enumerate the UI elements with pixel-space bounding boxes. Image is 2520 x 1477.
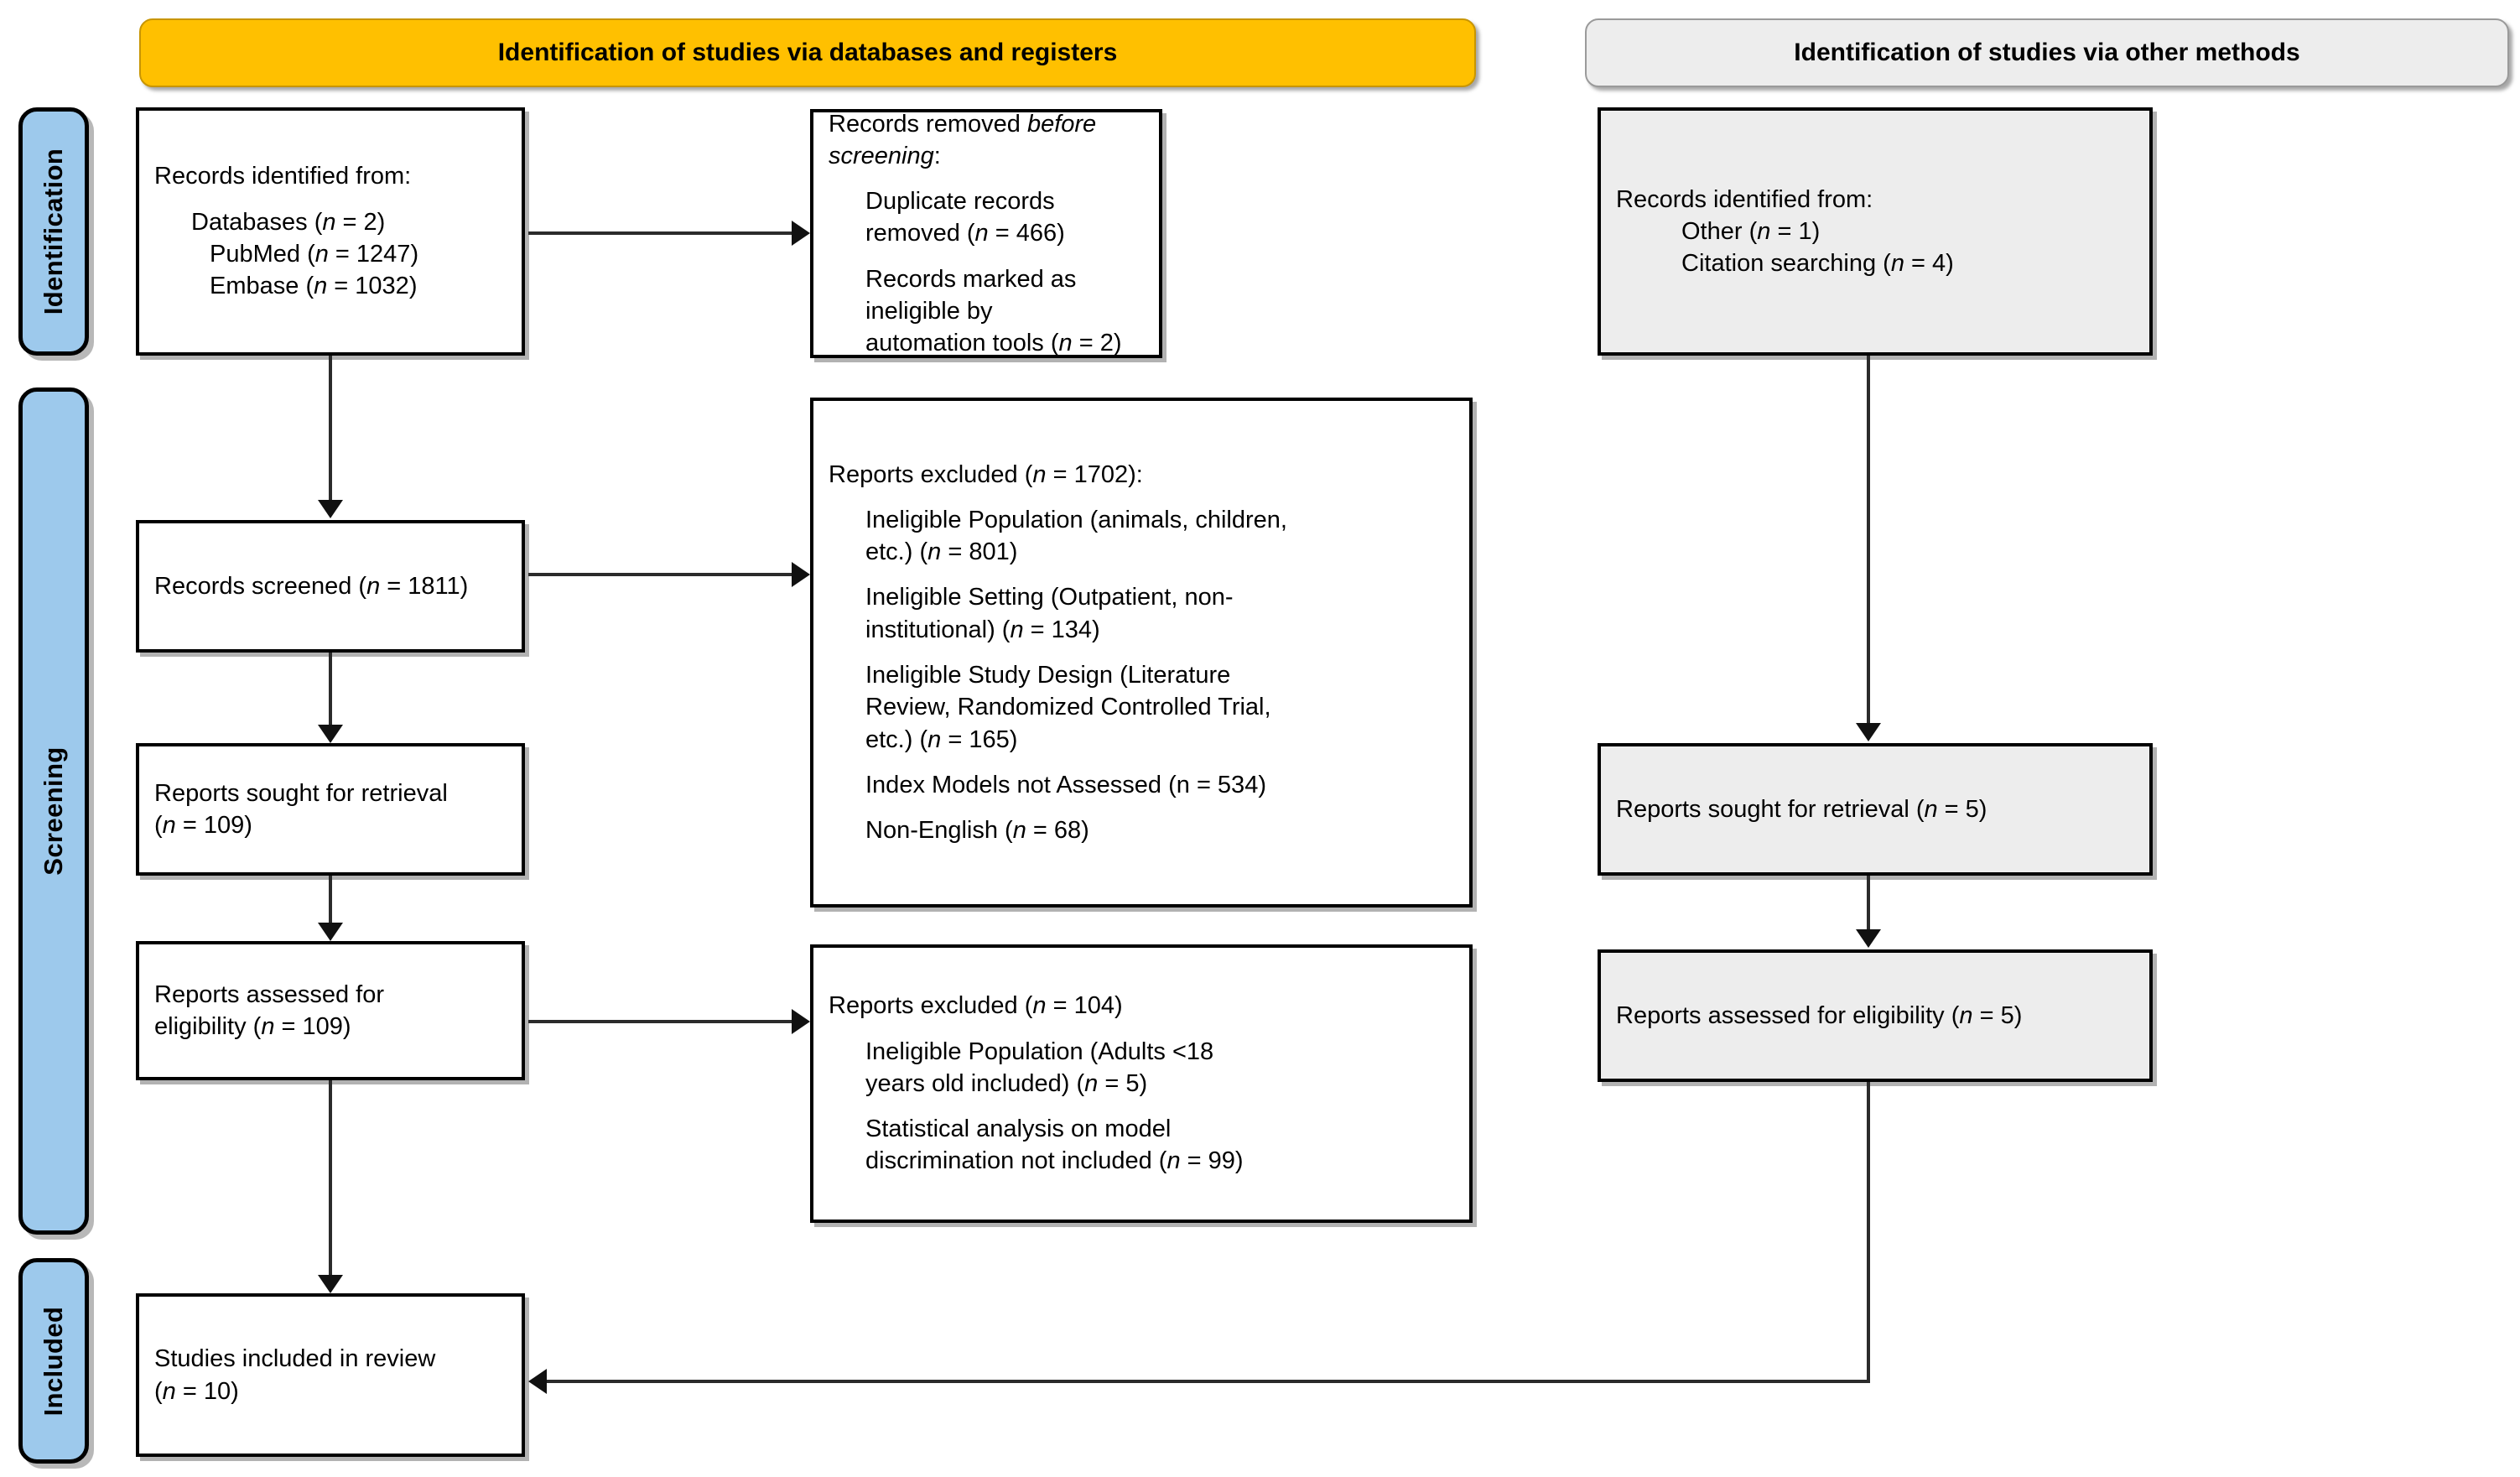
records-identified-other-item-citation: Citation searching (n = 4) xyxy=(1681,250,1954,278)
connector-assessed-to-included xyxy=(329,1080,332,1275)
reports-excluded-eligibility-item-0a: Ineligible Population (Adults <18 xyxy=(865,1038,1214,1065)
reports-sought-other-text: Reports sought for retrieval (n = 5) xyxy=(1616,795,1987,823)
reports-excluded-eligibility-item-1b: discrimination not included (n = 99) xyxy=(865,1147,1244,1175)
arrow-identified-to-screened xyxy=(318,500,343,518)
stage-label-included: Included xyxy=(39,1306,68,1416)
stage-label-screening: Screening xyxy=(39,746,68,876)
connector-other-sought-to-assessed xyxy=(1867,876,1870,929)
column-header-databases: Identification of studies via databases … xyxy=(139,18,1476,87)
records-identified-other-title: Records identified from: xyxy=(1616,185,1873,213)
node-reports-assessed: Reports assessed for eligibility (n = 10… xyxy=(136,941,525,1080)
connector-screened-to-excluded xyxy=(528,573,792,576)
node-reports-excluded-eligibility: Reports excluded (n = 104) Ineligible Po… xyxy=(810,944,1473,1223)
records-removed-title-italic: before screening xyxy=(829,110,1104,169)
connector-other-assessed-down xyxy=(1867,1082,1870,1381)
studies-included-line2: (n = 10) xyxy=(154,1377,239,1405)
records-removed-title-tail: : xyxy=(933,142,941,169)
arrow-other-sought-to-assessed xyxy=(1856,929,1881,948)
node-reports-sought: Reports sought for retrieval (n = 109) xyxy=(136,743,525,876)
arrow-identified-to-removed xyxy=(792,221,810,246)
reports-assessed-other-text: Reports assessed for eligibility (n = 5) xyxy=(1616,1001,2023,1029)
reports-excluded-screening-item-2c: etc.) (n = 165) xyxy=(865,725,1018,753)
studies-included-line1: Studies included in review xyxy=(154,1345,436,1373)
node-reports-sought-other: Reports sought for retrieval (n = 5) xyxy=(1598,743,2153,876)
records-identified-title: Records identified from: xyxy=(154,163,412,190)
reports-sought-line1: Reports sought for retrieval xyxy=(154,779,448,807)
records-removed-item-automation-a: Records marked as ineligible by xyxy=(865,265,1083,325)
connector-identified-to-screened xyxy=(329,356,332,500)
reports-excluded-eligibility-title: Reports excluded (n = 104) xyxy=(829,992,1123,1020)
node-records-screened: Records screened (n = 1811) xyxy=(136,520,525,653)
stage-label-identification: Identification xyxy=(39,148,68,315)
connector-identified-to-removed xyxy=(528,231,792,235)
connector-sought-to-assessed xyxy=(329,876,332,923)
records-identified-item-embase: Embase (n = 1032) xyxy=(210,273,418,300)
arrow-assessed-to-excluded xyxy=(792,1009,810,1034)
connector-assessed-to-excluded xyxy=(528,1020,792,1023)
connector-other-identified-to-sought xyxy=(1867,356,1870,723)
records-removed-title: Records removed before screening: xyxy=(829,108,1144,173)
connector-screened-to-sought xyxy=(329,653,332,725)
reports-excluded-screening-item-0a: Ineligible Population (animals, children… xyxy=(865,506,1287,533)
arrow-other-identified-to-sought xyxy=(1856,723,1881,741)
reports-excluded-screening-item-2b: Review, Randomized Controlled Trial, xyxy=(865,694,1271,721)
reports-excluded-screening-title: Reports excluded (n = 1702): xyxy=(829,460,1143,488)
records-removed-title-plain: Records removed xyxy=(829,110,1027,138)
records-identified-other-item-other: Other (n = 1) xyxy=(1681,217,1821,245)
reports-excluded-eligibility-item-0b: years old included) (n = 5) xyxy=(865,1069,1148,1097)
arrow-screened-to-sought xyxy=(318,725,343,743)
reports-excluded-screening-item-1b: institutional) (n = 134) xyxy=(865,616,1100,643)
stage-bar-identification: Identification xyxy=(18,107,89,356)
reports-excluded-screening-item-2a: Ineligible Study Design (Literature xyxy=(865,662,1231,689)
column-header-databases-label: Identification of studies via databases … xyxy=(497,39,1118,66)
stage-bar-screening: Screening xyxy=(18,387,89,1235)
reports-excluded-eligibility-item-1a: Statistical analysis on model xyxy=(865,1116,1172,1143)
node-studies-included: Studies included in review (n = 10) xyxy=(136,1293,525,1457)
node-records-removed: Records removed before screening: Duplic… xyxy=(810,109,1162,358)
reports-excluded-screening-item-1a: Ineligible Setting (Outpatient, non- xyxy=(865,584,1234,611)
records-identified-item-pubmed: PubMed (n = 1247) xyxy=(210,241,419,268)
arrow-assessed-to-included xyxy=(318,1275,343,1293)
records-identified-item-databases: Databases (n = 2) xyxy=(191,208,386,236)
connector-other-assessed-to-included xyxy=(547,1380,1870,1383)
records-removed-item-duplicates: Duplicate records removed (n = 466) xyxy=(865,188,1065,247)
records-removed-item-automation-b: automation tools (n = 2) xyxy=(865,330,1122,357)
reports-sought-line2: (n = 109) xyxy=(154,812,252,839)
reports-excluded-screening-item-0b: etc.) (n = 801) xyxy=(865,538,1018,566)
reports-excluded-screening-item-4: Non-English (n = 68) xyxy=(865,817,1089,845)
node-reports-assessed-other: Reports assessed for eligibility (n = 5) xyxy=(1598,949,2153,1082)
arrow-other-assessed-to-included xyxy=(528,1369,547,1394)
node-records-identified: Records identified from: Databases (n = … xyxy=(136,107,525,356)
node-records-identified-other: Records identified from: Other (n = 1) C… xyxy=(1598,107,2153,356)
reports-assessed-line1: Reports assessed for xyxy=(154,980,385,1008)
column-header-other-methods: Identification of studies via other meth… xyxy=(1585,18,2509,87)
stage-bar-included: Included xyxy=(18,1258,89,1464)
arrow-screened-to-excluded xyxy=(792,562,810,587)
arrow-sought-to-assessed xyxy=(318,923,343,941)
reports-assessed-line2: eligibility (n = 109) xyxy=(154,1013,351,1040)
node-reports-excluded-screening: Reports excluded (n = 1702): Ineligible … xyxy=(810,398,1473,908)
reports-excluded-screening-item-3: Index Models not Assessed (n = 534) xyxy=(865,771,1266,798)
records-screened-text: Records screened (n = 1811) xyxy=(154,572,469,600)
column-header-other-methods-label: Identification of studies via other meth… xyxy=(1794,39,2300,66)
